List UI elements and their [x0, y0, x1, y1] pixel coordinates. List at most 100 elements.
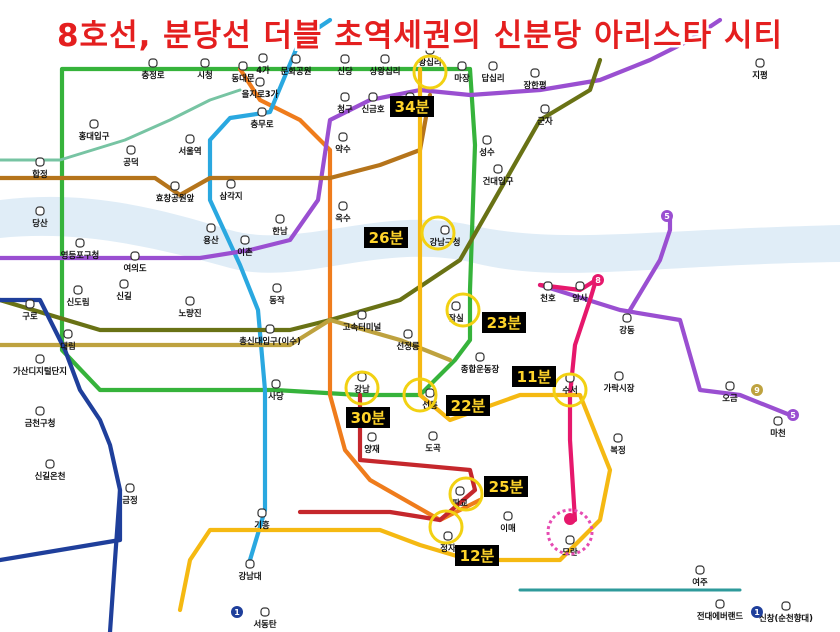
station-dongjak[interactable]: 동작 — [269, 283, 285, 305]
svg-text:5: 5 — [790, 411, 796, 420]
station-gangnamgu_s[interactable]: 강남구청 — [430, 225, 461, 247]
station-singil[interactable]: 신길 — [116, 279, 132, 301]
badge-line-1-south: 1 — [231, 606, 243, 618]
station-sindorim[interactable]: 신도림 — [66, 285, 90, 307]
station-sadang[interactable]: 사당 — [268, 379, 284, 401]
station-marker — [425, 388, 435, 398]
station-gunja[interactable]: 군자 — [537, 104, 553, 126]
station-gosoktermnl[interactable]: 고속터미널 — [343, 310, 382, 332]
highlight-gangnamgu[interactable] — [420, 215, 456, 251]
station-amsa[interactable]: 암사 — [572, 281, 588, 303]
station-jeondae[interactable]: 전대에버랜드 — [697, 599, 744, 621]
badge-line-5: 5 — [661, 210, 673, 222]
station-label: 강남구청 — [430, 237, 461, 247]
station-label: 총신대입구(이수) — [239, 336, 301, 346]
station-geumjeong[interactable]: 금정 — [122, 483, 138, 505]
station-moran[interactable]: 모란 — [562, 535, 578, 557]
highlight-suseo[interactable] — [552, 372, 588, 408]
station-garak[interactable]: 가락시장 — [604, 371, 635, 393]
station-seolleung_s[interactable]: 선릉 — [422, 388, 438, 410]
station-label: 복정 — [610, 445, 625, 455]
station-macheon[interactable]: 마천 — [770, 416, 786, 438]
station-label: 노량진 — [178, 308, 201, 318]
station-imae[interactable]: 이매 — [500, 511, 516, 533]
line-5-branch — [537, 282, 793, 418]
station-yeongdeungpo[interactable]: 영등포구청 — [61, 238, 100, 260]
station-pangyo_s[interactable]: 판교 — [452, 486, 468, 508]
station-sangwangsimni[interactable]: 상왕십리 — [370, 54, 401, 76]
highlight-gangnam[interactable] — [344, 370, 380, 406]
highlight-pangyo[interactable] — [448, 476, 484, 512]
station-ma[interactable]: 마장 — [454, 61, 470, 83]
station-giheung[interactable]: 기흥 — [254, 508, 270, 530]
station-seodongtan[interactable]: 서동탄 — [253, 607, 277, 629]
station-gangnam_s[interactable]: 강남 — [354, 372, 370, 394]
station-konkuk[interactable]: 건대입구 — [483, 164, 514, 186]
station-noryangjin[interactable]: 노량진 — [178, 296, 202, 318]
target-moran[interactable] — [546, 508, 594, 556]
highlight-wangsimni[interactable] — [412, 54, 448, 90]
station-yongsan[interactable]: 용산 — [203, 223, 219, 245]
station-chungmuro[interactable]: 충무로 — [250, 107, 274, 129]
station-yaksu[interactable]: 약수 — [335, 132, 351, 154]
station-oksu[interactable]: 옥수 — [335, 201, 351, 223]
station-hongdae[interactable]: 홍대입구 — [79, 119, 110, 141]
station-suseo_s[interactable]: 수서 — [562, 373, 578, 395]
station-yeoju[interactable]: 여주 — [692, 565, 708, 587]
station-yeouido[interactable]: 여의도 — [123, 251, 147, 273]
station-munhwa[interactable]: 문화공원 — [281, 54, 312, 76]
station-gangdong[interactable]: 강동 — [619, 313, 635, 335]
station-samgakji[interactable]: 삼각지 — [219, 179, 243, 201]
station-gongdeok[interactable]: 공덕 — [123, 145, 139, 167]
highlight-jeongja[interactable] — [428, 509, 464, 545]
highlight-seolleung[interactable] — [402, 377, 438, 413]
station-seoul[interactable]: 서울역 — [178, 134, 202, 156]
station-ogeum[interactable]: 오금 — [722, 381, 738, 403]
station-dongdaemun[interactable]: 동대문 — [231, 61, 255, 83]
station-sindang[interactable]: 신당 — [337, 54, 353, 76]
station-hyochang[interactable]: 효창공원앞 — [156, 181, 195, 203]
station-chongshin[interactable]: 총신대입구(이수) — [239, 324, 301, 346]
station-dogok[interactable]: 도곡 — [425, 431, 441, 453]
station-gangnam2[interactable]: 강남대 — [238, 559, 262, 581]
station-janghanpyeong[interactable]: 장한평 — [523, 68, 547, 90]
station-wangsimni_s[interactable]: 왕십리 — [418, 45, 442, 67]
station-cheonho[interactable]: 천호 — [540, 281, 556, 303]
station-bokjeong[interactable]: 복정 — [610, 433, 626, 455]
station-marker — [338, 132, 348, 142]
station-seongsu[interactable]: 성수 — [479, 135, 495, 157]
station-ga4[interactable]: 4가 — [256, 53, 270, 75]
station-label: 효창공원앞 — [156, 193, 195, 203]
station-label: 동작 — [269, 295, 285, 305]
station-gasan[interactable]: 가산디지털단지 — [13, 354, 67, 376]
highlight-jamsil[interactable] — [445, 292, 481, 328]
station-daerim[interactable]: 대림 — [60, 329, 76, 351]
station-chungjeongno[interactable]: 충정로 — [141, 58, 165, 80]
station-cheonan[interactable]: 신창(순천향대) — [759, 601, 813, 623]
station-eulji3[interactable]: 을지로3가 — [242, 77, 279, 99]
station-label: 가락시장 — [604, 383, 635, 393]
station-sinkeumho[interactable]: 신금호 — [361, 92, 385, 114]
station-dangsan[interactable]: 당산 — [32, 206, 48, 228]
station-geumcheon[interactable]: 금천구청 — [25, 406, 56, 428]
station-jamsil_s[interactable]: 잠실 — [448, 301, 464, 323]
station-sicheong[interactable]: 시청 — [197, 58, 213, 80]
station-hapjeong[interactable]: 합정 — [32, 157, 48, 179]
station-jongno[interactable]: 종합운동장 — [461, 352, 500, 374]
station-seonjeongneung[interactable]: 선정릉 — [396, 329, 420, 351]
station-jipyeong[interactable]: 지평 — [752, 58, 768, 80]
station-label: 전대에버랜드 — [697, 611, 744, 621]
station-guro[interactable]: 구로 — [22, 299, 38, 321]
badge-line-9: 9 — [751, 384, 763, 396]
station-singimpo[interactable]: 신길온천 — [35, 459, 66, 481]
station-ichon[interactable]: 이촌 — [237, 235, 253, 257]
station-cheonggu[interactable]: 청구 — [337, 92, 353, 114]
station-marker — [565, 535, 575, 545]
station-label: 이매 — [500, 523, 516, 533]
station-dapsimni[interactable]: 답십리 — [481, 61, 505, 83]
station-hannam[interactable]: 한남 — [272, 214, 288, 236]
station-yangjae[interactable]: 양재 — [364, 432, 380, 454]
station-jeongja_s[interactable]: 정자 — [440, 531, 456, 553]
